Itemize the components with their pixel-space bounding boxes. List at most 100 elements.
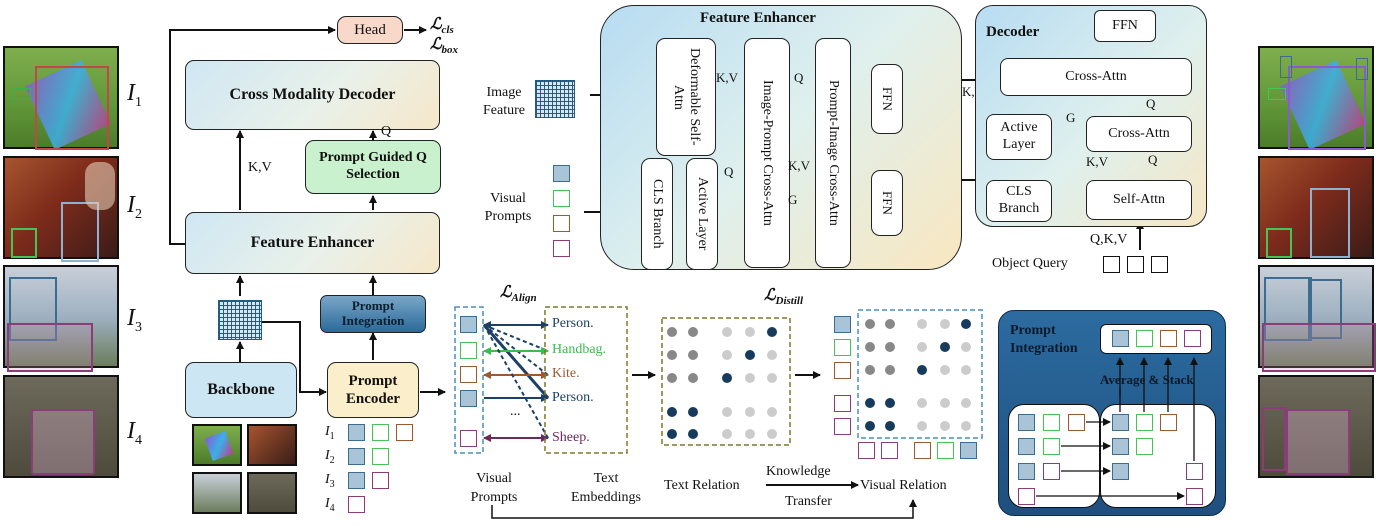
fe-prompt-square [553,165,570,182]
decoder-kv: K,V [1086,154,1109,169]
image-label-4: I4 [127,418,142,448]
fe-kv-label: K,V [716,70,739,85]
fe-prompt-square [553,240,570,257]
average-stack-label: Average & Stack [1100,372,1194,387]
prompt-square [348,448,365,465]
align-prompt-square [460,316,477,333]
pi-output-square [1112,414,1129,431]
pi-output-square [1136,438,1153,455]
fe-q-label-mid: Q [724,164,734,179]
fe-prompt-square [553,215,570,232]
distill-row-square [834,418,851,435]
prompt-square [348,424,365,441]
fe-panel-title: Feature Enhancer [700,10,816,26]
visual-prompts-label: Visual Prompts [484,191,532,225]
decoder-qkv: Q,K,V [1090,232,1128,247]
pi-output-square [1186,463,1203,480]
object-query-label: Object Query [992,256,1068,271]
head-box: Head [337,16,403,44]
knowledge-caption: Knowledge [766,464,831,479]
align-prompt-square [460,366,477,383]
loss-distill: ℒDistill [764,287,804,308]
object-query-square [1151,256,1168,273]
thumb-3 [192,472,242,514]
loss-box: ℒbox [430,36,459,57]
pi-stack-square [1112,330,1129,347]
pi-title: Prompt Integration [1010,323,1078,356]
deformable-self-attn: Deformable Self-Attn [656,38,716,156]
prompt-square [396,424,413,441]
loss-cls: ℒcls [430,16,454,37]
image-label-2: I2 [127,192,142,222]
image-prompt-cross-attn: Image-Prompt Cross-Attn [744,38,790,268]
left-kv-label: K,V [248,160,272,175]
text-item: Sheep. [552,430,590,445]
pi-input-square [1068,414,1085,431]
decoder-ffn: FFN [1094,10,1156,42]
text-relation-caption: Text Relation [664,478,740,493]
photo-girls-right [1258,265,1376,372]
feature-enhancer-box: Feature Enhancer [185,212,440,274]
fe-q-label-top: Q [794,70,804,85]
distill-row-square [834,339,851,356]
transfer-caption: Transfer [785,494,832,509]
pi-input-square [1018,463,1035,480]
pi-stack-square [1184,330,1201,347]
decoder-g: G [1066,110,1076,125]
prompt-guided-q-selection: Prompt Guided Q Selection [305,140,441,194]
align-prompt-square [460,430,477,447]
decoder-cls-branch: CLS Branch [986,180,1052,222]
fe-ffn-bottom: FFN [871,170,903,236]
prompt-i2-label: I2 [325,448,335,466]
image-feature-cube-left [218,300,262,340]
photo-girls [3,265,119,372]
distill-col-square [937,442,954,459]
fe-ffn-top: FFN [871,64,903,134]
prompt-i1-label: I1 [325,424,335,442]
image-feature-label: Image Feature [483,85,525,119]
prompt-image-cross-attn: Prompt-Image Cross-Attn [815,38,851,268]
image-label-3: I3 [127,305,142,335]
decoder-active-layer: Active Layer [986,114,1052,160]
photo-kite-right [1258,46,1374,150]
decoder-cross-attn-top: Cross-Attn [1000,58,1192,96]
cross-modality-decoder: Cross Modality Decoder [185,60,440,130]
backbone-box: Backbone [185,362,297,418]
pi-output-square [1186,488,1203,505]
decoder-cross-attn-mid: Cross-Attn [1086,116,1192,152]
pi-output-square [1160,414,1177,431]
pi-input-square [1018,438,1035,455]
object-query-square [1127,256,1144,273]
distill-col-square [858,442,875,459]
pi-input-square [1018,414,1035,431]
text-item: Person. [552,390,594,405]
thumb-4 [247,472,297,514]
image-label-1: I1 [127,80,142,110]
decoder-self-attn: Self-Attn [1086,180,1192,220]
distill-col-square [960,442,977,459]
distill-row-square [834,395,851,412]
text-item-ellipsis: ... [510,404,521,419]
pi-stack-square [1160,330,1177,347]
prompt-i4-label: I4 [325,496,335,514]
fe-kv-label-mid: K,V [788,158,811,173]
prompt-square [372,448,389,465]
text-relation-matrix [667,327,777,439]
text-item: Kite. [552,366,580,381]
text-item: Handbag. [552,342,607,357]
text-item: Person. [552,316,594,331]
pi-input-square [1043,438,1060,455]
fe-prompt-square [553,190,570,207]
visual-relation-matrix [865,319,971,431]
visual-relation-caption: Visual Relation [860,478,947,493]
left-q-label: Q [381,124,392,139]
pi-stack-square [1136,330,1153,347]
photo-kite [3,46,119,150]
distill-row-square [834,316,851,333]
image-feature-cube [535,80,575,118]
prompt-integration-box: Prompt Integration [320,295,426,333]
prompt-square [372,424,389,441]
pi-input-square [1018,488,1035,505]
loss-align: ℒAlign [500,284,537,305]
